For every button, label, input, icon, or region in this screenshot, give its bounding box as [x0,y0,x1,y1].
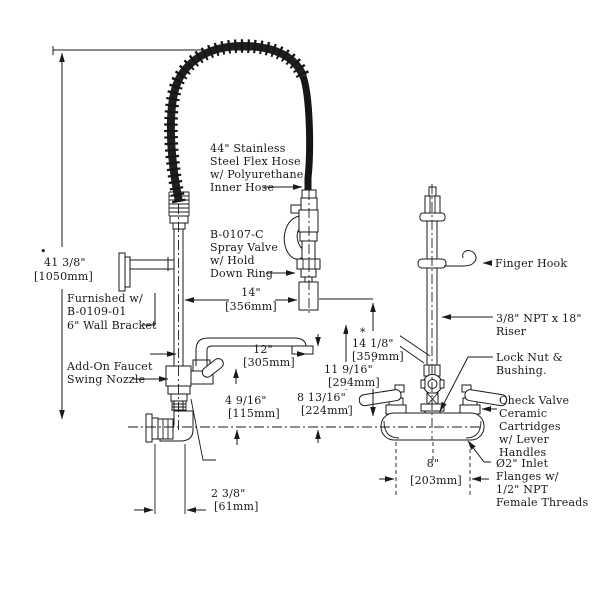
flex-hose [164,39,314,230]
faucet-handle [201,358,224,378]
riser-label: Riser [496,325,527,338]
flex-hose-label: Steel Flex Hose [210,155,301,168]
dim-outlet-height-mm: [224mm] [301,404,353,417]
text-underlay [320,362,376,389]
wall-bracket-label: 6" Wall Bracket [67,319,157,332]
check-valve-label: Handles [499,446,547,459]
wall-bracket [118,252,175,292]
bullet-marker: • [40,245,47,258]
dim-nozzle-length-in: 12" [253,343,273,356]
inlet-flanges-label: 1/2" NPT [496,483,549,496]
dim-bend-height-in: 11 9/16" [324,363,373,376]
text-underlay [294,390,348,417]
riser-tip [419,186,446,222]
dimension-text: • 41 3/8" [1050mm] 14" [356mm] 12" [305m… [34,245,462,513]
flex-hose-label: 44" Stainless [210,142,286,155]
flex-hose-label: w/ Polyurethane [210,168,303,181]
dim-valve-offset-mm: [356mm] [225,300,277,313]
dim-riser-height-in: 14 1/8" [352,337,394,350]
dim-elbow-offset-in: 2 3/8" [211,487,245,500]
finger-hook-label: Finger Hook [495,257,567,270]
faucet-body [380,412,485,441]
dim-inlet-spread-mm: [203mm] [410,474,462,487]
hold-down-ring-base [298,281,319,311]
wall-bracket-label: Furnished w/ [67,292,143,305]
riser-label: 3/8" NPT x 18" [496,312,582,325]
left-lever-handle [358,389,402,407]
swing-spout [195,337,307,366]
inlet-flanges-label: Ø2" Inlet [496,457,549,470]
dim-valve-offset-in: 14" [241,286,261,299]
spray-face [296,258,321,270]
dim-bend-height-mm: [294mm] [328,376,380,389]
spring-guard [168,191,190,217]
text-underlay [348,331,400,360]
mixing-faucet-body [358,384,508,441]
spray-valve [283,189,321,311]
dim-outlet-height-in: 8 13/16" [297,391,346,404]
dim-elbow-offset-mm: [61mm] [214,500,259,513]
spout-outlet [291,345,314,355]
dim-nozzle-height-mm: [115mm] [228,407,280,420]
asterisk-marker: * [360,326,366,339]
spray-valve-label: w/ Hold [210,254,255,267]
dim-nozzle-height-in: 4 9/16" [225,394,267,407]
check-valve-label: Cartridges [499,420,561,433]
swing-nozzle-label: Add-On Faucet [66,360,153,373]
spray-valve-label: B-0107-C [210,228,264,241]
dimension-lines [52,46,489,514]
dim-overall-height-mm: [1050mm] [34,270,93,283]
check-valve-label: w/ Lever [499,433,550,446]
inner-hose-section [299,74,314,194]
right-lever-handle [464,389,508,407]
add-on-faucet [165,337,314,411]
wall-flange [145,413,153,443]
annotations: 44" Stainless Steel Flex Hose w/ Polyure… [66,142,588,509]
leader-lines [132,184,497,463]
lock-nut-label: Bushing. [496,364,547,377]
wall-bracket-label: B-0109-01 [67,305,127,318]
spray-valve-label: Spray Valve [210,241,278,254]
lock-nut-label: Lock Nut & [496,351,563,364]
check-valve-label: Check Valve [499,394,569,407]
inlet-flanges-label: Flanges w/ [496,470,559,483]
supply-elbow [145,410,194,443]
flex-hose-label: Inner Hose [210,181,274,194]
dim-overall-height-in: 41 3/8" [44,256,86,269]
dim-inlet-spread-in: 8" [427,457,439,470]
swing-nozzle-label: Swing Nozzle [67,373,145,386]
centerlines [128,184,482,461]
dim-riser-height-mm: [359mm] [352,350,404,363]
spray-valve-label: Down Ring [210,267,273,280]
dim-nozzle-length-mm: [305mm] [243,356,295,369]
inlet-flanges-label: Female Threads [496,496,588,509]
check-valve-label: Ceramic [499,407,547,420]
faucet-riser-assembly [358,186,508,441]
